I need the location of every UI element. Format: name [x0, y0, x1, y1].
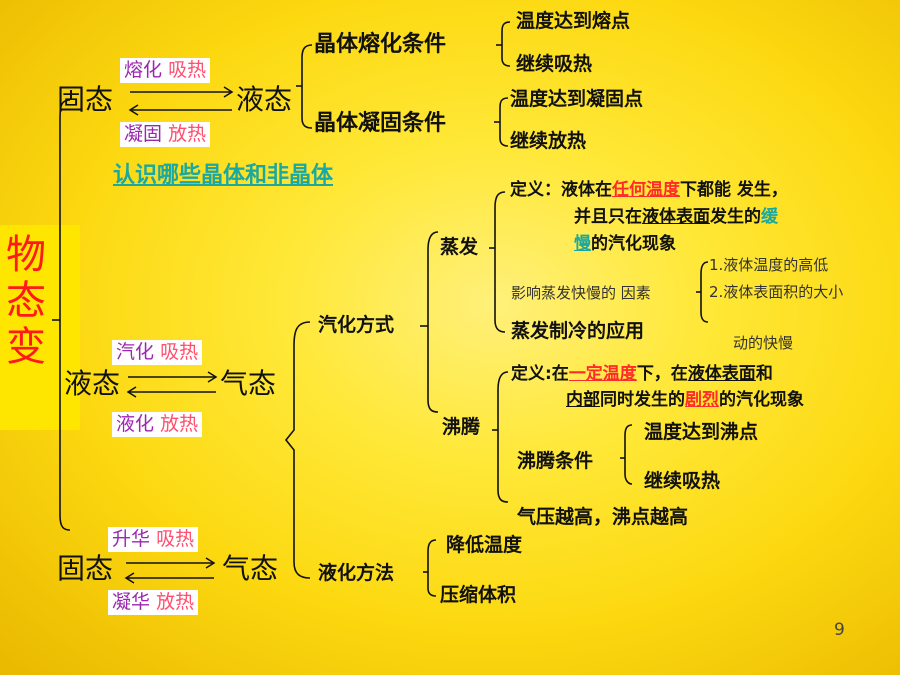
boil-def-mid: 下，在	[636, 364, 688, 384]
evap-def-highlight: 任何温度	[612, 180, 680, 200]
evap-def-prefix: 定义：液体在	[510, 180, 612, 200]
evaporation-label: 蒸发	[440, 236, 479, 258]
arrow-vapor-head	[207, 371, 218, 383]
boil-def-highlight2: 剧烈	[685, 390, 719, 410]
state-liquid-top: 液态	[236, 83, 293, 116]
boiling-conditions-label: 沸腾条件	[517, 450, 594, 472]
evap-def-line3-rest: 的汽化现象	[591, 234, 676, 254]
process-desublimation: 凝华	[112, 591, 151, 613]
solidifying-condition-item: 温度达到凝固点	[510, 88, 644, 110]
boil-def-prefix: 定义:在	[511, 364, 569, 384]
main-brace	[59, 99, 71, 531]
arrow-solidify-head	[128, 104, 139, 116]
evaporation-cooling: 蒸发制冷的应用	[511, 320, 645, 342]
state-gas-mid: 气态	[220, 367, 277, 400]
state-gas-bot: 气态	[222, 552, 279, 585]
melting-condition-item: 温度达到熔点	[516, 10, 631, 32]
evap-def-line2-prefix: 并且只在	[574, 207, 642, 227]
arrow-melt-head	[223, 86, 234, 98]
liquefaction-method: 降低温度	[446, 534, 523, 556]
title-char: 变	[6, 324, 46, 370]
process-melting-heat: 吸热	[168, 59, 207, 81]
brace-boil	[497, 371, 509, 503]
boiling-condition-item: 继续吸热	[644, 470, 721, 492]
state-solid-top: 固态	[57, 83, 114, 116]
crystal-link[interactable]: 认识哪些晶体和非晶体	[113, 163, 334, 188]
boiling-pressure-note: 气压越高，沸点越高	[517, 506, 689, 528]
process-solidifying: 凝固	[124, 123, 163, 145]
process-melting-label: 熔化 吸热	[120, 58, 211, 83]
state-liquid-mid: 液态	[64, 367, 121, 400]
process-liquefying: 液化	[116, 413, 155, 435]
boil-def-line2-uline: 内部	[566, 390, 600, 410]
process-liquefying-heat: 放热	[160, 413, 199, 435]
evap-def-highlight2b: 慢	[574, 234, 591, 254]
evap-def-line2-uline: 液体表面	[642, 207, 710, 227]
brace-liquid-top	[301, 44, 313, 129]
liquefaction-method: 压缩体积	[440, 584, 517, 606]
evaporation-factor-item: 动的快慢	[733, 334, 794, 352]
boil-def-line2-end: 的汽化现象	[719, 390, 804, 410]
page-number: 9	[834, 620, 845, 640]
title-char: 物	[6, 232, 46, 278]
boiling-definition-line1: 定义:在一定温度下，在液体表面和	[511, 366, 773, 383]
evap-def-highlight2a: 缓	[761, 207, 778, 227]
melting-condition-item: 继续吸热	[516, 53, 593, 75]
evaporation-factor-item: 1.液体温度的高低	[709, 256, 829, 274]
evaporation-factors-label: 影响蒸发快慢的 因素	[511, 284, 651, 302]
process-sublimation: 升华	[112, 528, 151, 550]
boiling-definition-line2: 内部同时发生的剧烈的汽化现象	[566, 392, 804, 409]
process-vaporizing-label: 汽化 吸热	[112, 340, 203, 365]
boil-def-end: 和	[755, 364, 773, 384]
state-solid-bot: 固态	[57, 552, 114, 585]
process-vaporizing-heat: 吸热	[160, 341, 199, 363]
title-char: 态	[6, 278, 46, 324]
evaporation-definition-line3: 慢的汽化现象	[574, 236, 676, 253]
boiling-label: 沸腾	[442, 416, 481, 438]
evap-def-line2-mid: 发生的	[710, 207, 761, 227]
solidifying-conditions-label: 晶体凝固条件	[314, 111, 447, 136]
process-desublimation-heat: 放热	[156, 591, 195, 613]
arrow-sublime-head	[205, 557, 216, 569]
boiling-condition-item: 温度达到沸点	[644, 421, 759, 443]
process-vaporizing: 汽化	[116, 341, 155, 363]
brace-solid	[499, 97, 509, 147]
evap-def-mid: 下都能 发生，	[680, 180, 788, 200]
title-bar	[0, 225, 80, 430]
process-sublimation-label: 升华 吸热	[108, 527, 199, 552]
process-sublimation-heat: 吸热	[156, 528, 195, 550]
brace-vapor	[427, 231, 439, 413]
boil-def-highlight: 一定温度	[568, 364, 637, 384]
process-desublimation-label: 凝华 放热	[108, 590, 199, 615]
brace-boilcond	[624, 424, 633, 485]
brace-melt	[501, 21, 511, 67]
brace-evap	[494, 191, 506, 333]
melting-conditions-label: 晶体熔化条件	[314, 32, 447, 57]
process-liquefying-label: 液化 放热	[112, 412, 203, 437]
boil-def-line2-mid: 同时发生的	[600, 390, 685, 410]
evaporation-definition-line1: 定义：液体在任何温度下都能 发生，	[510, 182, 788, 199]
brace-factors	[700, 261, 709, 323]
slide-title: 物 态 变	[6, 232, 66, 370]
evaporation-definition-line2: 并且只在液体表面发生的缓	[574, 209, 778, 226]
process-solidifying-label: 凝固 放热	[120, 122, 211, 147]
arrow-liquefy-head	[126, 386, 137, 398]
solidifying-condition-item: 继续放热	[510, 130, 587, 152]
brace-liquefy	[427, 539, 437, 597]
arrow-desublime-head	[124, 572, 135, 584]
process-solidifying-heat: 放热	[168, 123, 207, 145]
evaporation-factor-item: 2.液体表面积的大小	[709, 283, 844, 301]
vaporization-label: 汽化方式	[318, 314, 395, 336]
process-melting: 熔化	[124, 59, 163, 81]
boil-def-uline: 液体表面	[687, 364, 756, 384]
brace-gas	[284, 321, 311, 579]
liquefaction-label: 液化方法	[318, 562, 395, 584]
